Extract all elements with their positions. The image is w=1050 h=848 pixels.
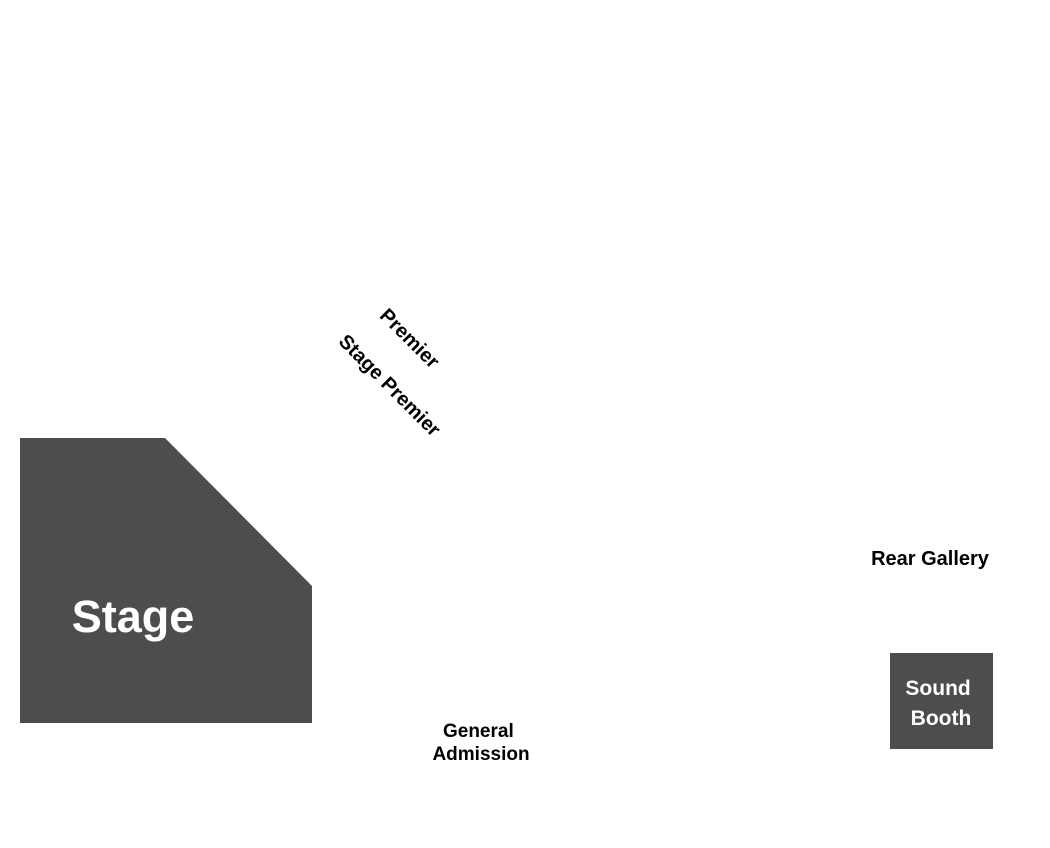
sound-booth-shape [890, 653, 993, 749]
sound-booth-line-1: Sound [905, 677, 970, 700]
sound-booth-label: Sound Booth [905, 677, 976, 730]
general-admission-line-2: Admission [432, 744, 529, 765]
sound-booth-line-2: Booth [911, 707, 972, 730]
stage-label: Stage [72, 591, 195, 642]
section-general-admission-label[interactable]: General Admission [432, 721, 529, 765]
stage-shape[interactable] [20, 438, 312, 723]
general-admission-line-1: General [443, 721, 514, 742]
section-premier-label[interactable]: Premier [375, 305, 443, 373]
section-rear-gallery-label[interactable]: Rear Gallery [871, 548, 990, 570]
stage-area[interactable]: Stage [20, 438, 312, 723]
sound-booth: Sound Booth [890, 653, 993, 749]
